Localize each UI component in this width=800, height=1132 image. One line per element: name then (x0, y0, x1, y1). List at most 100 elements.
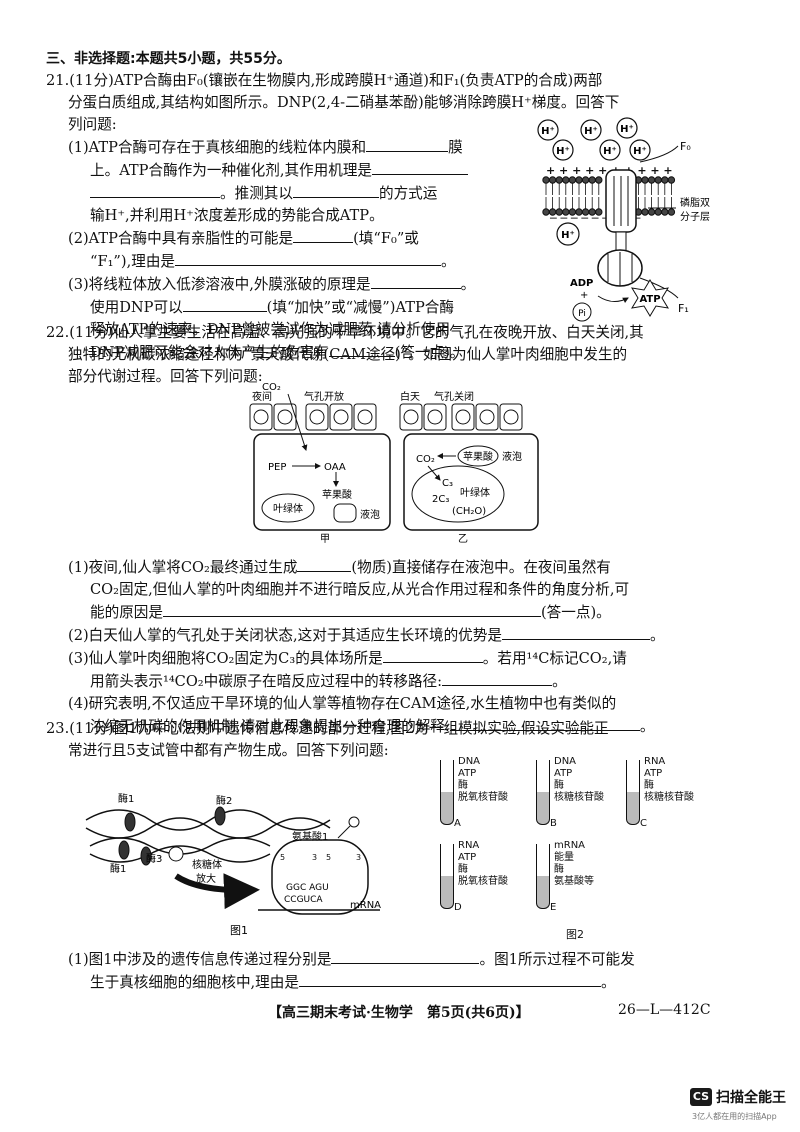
answer-blank[interactable] (292, 182, 379, 198)
pep-label: PEP (268, 462, 286, 473)
lipid-head (588, 176, 596, 184)
q22-s4a-text: (4)研究表明,不仅适应干旱环境的仙人掌等植物存在CAM途径,水生植物中也有类似… (68, 695, 617, 712)
q21-s1c-text: 。推测其以 (220, 185, 293, 202)
tube-body (626, 760, 640, 825)
lipid-head (654, 208, 662, 216)
q21-line1: 21.(11分)ATP合酶由F₀(镶嵌在生物膜内,形成跨膜H⁺通道)和F₁(负责… (46, 72, 603, 89)
answer-blank[interactable] (449, 715, 640, 731)
q21-s1-text-end: 膜 (448, 139, 463, 156)
q22-s3-end: 。若用¹⁴C标记CO₂,请 (482, 650, 627, 667)
ribosome-label: 核糖体 (192, 858, 222, 871)
lipid-head (647, 176, 656, 184)
panel-night: 夜间 CO₂ 气孔开放 PEP OAA 苹果酸 叶绿体 液泡 甲 (249, 382, 391, 544)
q21-s3d-end: (答一点)。 (394, 344, 465, 361)
answer-blank[interactable] (442, 670, 553, 686)
lipid-bilayer (542, 176, 676, 216)
tube-item: RNA (644, 756, 666, 767)
vacuole-label: 液泡 (360, 508, 380, 521)
answer-blank[interactable] (328, 341, 395, 357)
q21-s3-end: 。 (460, 276, 476, 293)
tube-item: RNA (458, 840, 480, 851)
answer-blank[interactable] (372, 159, 469, 175)
q21-s3b-end: (填“加快”或“减慢”)ATP合酶 (266, 299, 454, 316)
tube-item: 酶 (458, 780, 468, 791)
stomata-closed-label: 气孔关闭 (434, 390, 474, 403)
q21-s2-text: (2)ATP合酶中具有亲脂性的可能是 (68, 230, 294, 247)
atp-star (631, 279, 669, 317)
lipid-head (641, 208, 649, 216)
answer-blank[interactable] (175, 250, 442, 266)
tube-body (440, 844, 454, 909)
q23-line1: 23.(11分)图1为中心法则中遗传信息传递的部分过程,图2为一组模拟实验,假设… (46, 720, 609, 737)
h-plus-label: H⁺ (620, 124, 634, 135)
answer-blank[interactable] (298, 971, 601, 987)
h-plus-label: H⁺ (556, 146, 570, 157)
ch2o-label: (CH₂O) (452, 506, 486, 517)
q22-line3: 部分代谢过程。回答下列问题: (68, 368, 263, 385)
q22-line1: 22.(11分)仙人掌主要生活在高温、高光强的干旱环境中。它的气孔在夜晚开放、白… (46, 324, 644, 341)
q22-s1-text: (1)夜间,仙人掌将CO₂最终通过生成 (68, 559, 298, 576)
answer-blank[interactable] (90, 182, 220, 198)
tube-body (440, 760, 454, 825)
tube-item: 酶 (554, 780, 564, 791)
membrane-label-1: 磷脂双 (680, 196, 710, 209)
tube-body (536, 844, 550, 909)
q22-line2: 独特的无机碳浓缩途径称为“景天酸代谢(CAM途径)”。如图为仙人掌叶肉细胞中发生… (68, 346, 628, 363)
amino-acid-label: 氨基酸1 (292, 830, 328, 843)
lipid-head (568, 176, 577, 184)
five-prime-label: 5 (280, 853, 285, 862)
panel-day: 白天 气孔关闭 CO₂ 苹果酸 液泡 C₃ 2C₃ 叶绿体 (CH₂O) 乙 (399, 390, 539, 544)
q21-line3: 列问题: (68, 116, 117, 133)
stalk (615, 231, 627, 253)
lipid-head (667, 208, 676, 216)
h-plus-label: H⁺ (584, 126, 598, 137)
question-22: 22.(11分)仙人掌主要生活在高温、高光强的干旱环境中。它的气孔在夜晚开放、白… (46, 322, 644, 388)
q21-subquestions: (1)ATP合酶可存在于真核细胞的线粒体内膜和膜 上。ATP合酶作为一种催化剂,… (68, 136, 475, 364)
q22-s1-end: (物质)直接储存在液泡中。在夜间虽然有 (351, 559, 611, 576)
malic-acid-label: 苹果酸 (463, 450, 493, 463)
three-prime-label: 3 (356, 853, 361, 862)
codon-label: CCGUCA (284, 895, 323, 905)
tube-id: A (454, 818, 461, 829)
answer-blank[interactable] (366, 136, 449, 152)
q22-s2-text: (2)白天仙人掌的气孔处于关闭状态,这对于其适应生长环境的优势是 (68, 627, 502, 644)
q22-s4b-text: 浓缩无机碳的作用机制,请对此现象提出一种合理的解释: (90, 718, 450, 735)
h-plus-label: H⁺ (633, 146, 647, 157)
q23-s1b-end: 。 (600, 974, 616, 991)
answer-blank[interactable] (331, 948, 480, 964)
lipid-head (641, 176, 649, 184)
lipid-head (595, 176, 603, 184)
pi-label: Pi (578, 309, 586, 319)
q22-s3b-end: 。 (552, 673, 567, 690)
malic-acid-label: 苹果酸 (322, 488, 352, 501)
panel-b-label: 乙 (458, 533, 468, 544)
q21-s1b-text: 上。ATP合酶作为一种催化剂,其作用机理是 (90, 162, 373, 179)
answer-blank[interactable] (162, 601, 541, 617)
answer-blank[interactable] (501, 624, 650, 640)
f0-label: F₀ (680, 140, 691, 153)
enzyme1-label: 酶1 (118, 792, 134, 805)
tube-item: 酶 (554, 864, 564, 875)
tube-item: DNA (458, 756, 481, 767)
q21-s2b-end: 。 (441, 253, 456, 270)
answer-blank[interactable] (293, 227, 354, 243)
answer-blank[interactable] (182, 296, 267, 312)
answer-blank[interactable] (370, 273, 461, 289)
q21-s1c-text2: 的方式运 (378, 185, 438, 202)
vacuole-label: 液泡 (502, 450, 522, 463)
svg-text:+ + + + + + + + + +: + + + + + + + + + + (546, 164, 673, 177)
answer-blank[interactable] (297, 556, 352, 572)
day-label: 白天 (400, 390, 420, 403)
lipid-head (548, 176, 557, 184)
plus-label: + (580, 290, 588, 301)
enzyme1-label: 酶1 (110, 862, 126, 875)
tube-item: 核糖核苷酸 (554, 792, 604, 803)
lipid-head (661, 208, 669, 216)
q22-subquestions: (1)夜间,仙人掌将CO₂最终通过生成(物质)直接储存在液泡中。在夜间虽然有 C… (68, 556, 665, 738)
answer-blank[interactable] (382, 647, 483, 663)
